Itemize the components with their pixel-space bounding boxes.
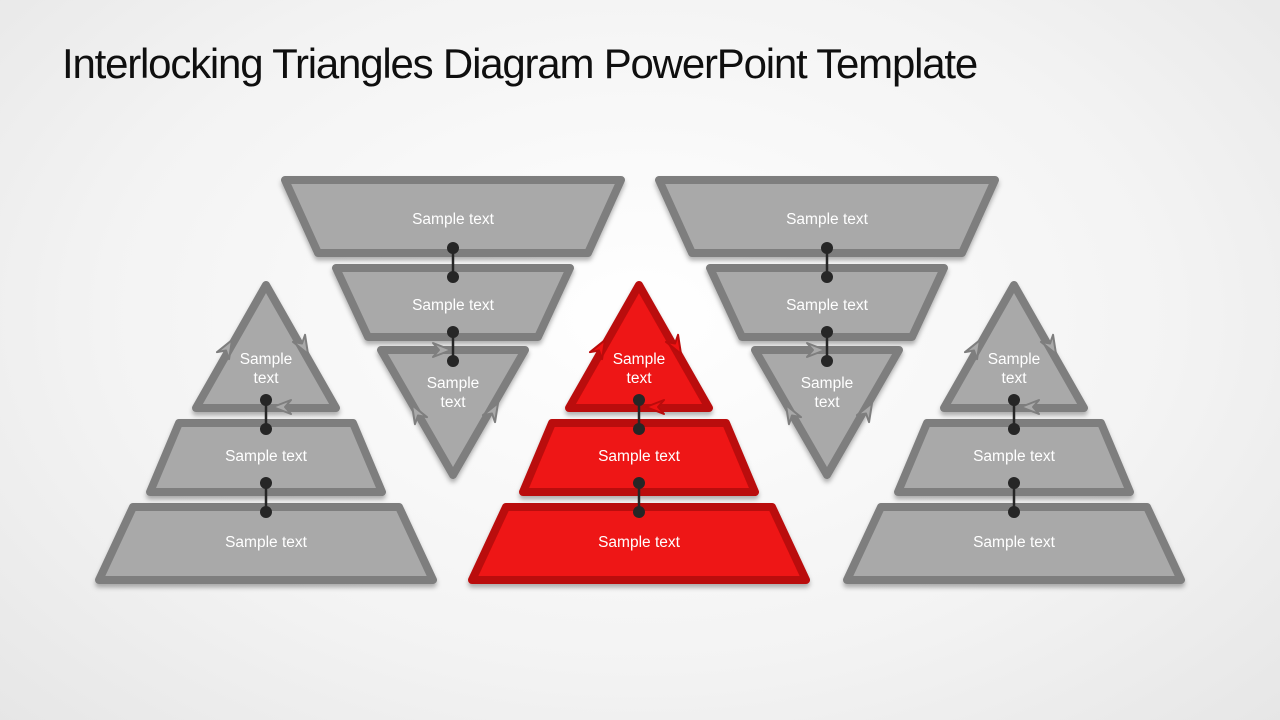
segment-label: Sample text: [973, 448, 1056, 465]
segment-label: text: [441, 394, 467, 411]
segment-connector: [631, 392, 647, 437]
segment-label: Sample text: [412, 297, 495, 314]
pyramid-inverted-left: Sample text Sample text Sample text: [285, 180, 621, 475]
segment-label: Sample: [427, 375, 480, 392]
segment-label: Sample text: [973, 534, 1056, 551]
pyramid-left-apex-shape: [196, 285, 336, 408]
segment-label: Sample text: [598, 448, 681, 465]
pyramid-right: Sample text Sample text Sample text: [847, 285, 1181, 580]
segment-label: Sample text: [786, 211, 869, 228]
segment-label: text: [1002, 370, 1028, 387]
segment-label: Sample: [240, 351, 293, 368]
segment-connector: [1006, 475, 1022, 520]
slide-title: Interlocking Triangles Diagram PowerPoin…: [62, 40, 978, 87]
segment-label: text: [627, 370, 653, 387]
segment-label: text: [254, 370, 280, 387]
segment-connector: [819, 240, 835, 285]
pyramid-right-apex-shape: [944, 285, 1084, 408]
pyramid-inverted-right-tip-shape: [755, 350, 899, 475]
segment-label: Sample text: [225, 534, 308, 551]
segment-label: Sample text: [225, 448, 308, 465]
segment-connector: [258, 475, 274, 520]
segment-connector: [445, 240, 461, 285]
segment-label: Sample: [613, 351, 666, 368]
segment-label: Sample text: [786, 297, 869, 314]
pyramid-center: Sample text Sample text Sample text: [472, 285, 806, 580]
pyramid-center-apex-shape: [569, 285, 709, 408]
segment-connector: [258, 392, 274, 437]
pyramid-left: Sample text Sample text Sample text: [99, 285, 433, 580]
segment-connector: [1006, 392, 1022, 437]
pyramid-inverted-left-tip-shape: [381, 350, 525, 475]
segment-connector: [631, 475, 647, 520]
segment-label: text: [815, 394, 841, 411]
segment-label: Sample: [801, 375, 854, 392]
pyramid-inverted-right: Sample text Sample text Sample text: [659, 180, 995, 475]
segment-label: Sample text: [412, 211, 495, 228]
segment-label: Sample: [988, 351, 1041, 368]
segment-label: Sample text: [598, 534, 681, 551]
